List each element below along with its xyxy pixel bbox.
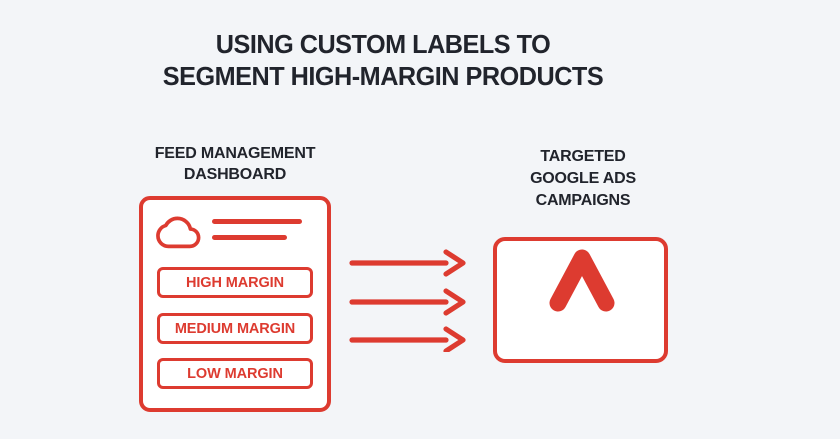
custom-label-chip-medium-margin-text: MEDIUM MARGIN: [174, 320, 296, 337]
google-ads-card: [493, 237, 668, 363]
page-title-line2: SEGMENT HIGH-MARGIN PRODUCTS: [162, 61, 604, 91]
page-title-line1: USING CUSTOM LABELS TO: [215, 29, 551, 59]
custom-label-chip-medium-margin: MEDIUM MARGIN: [157, 313, 313, 344]
feed-dashboard-label-line2: DASHBOARD: [183, 166, 287, 183]
feed-dashboard-label-line1: FEED MANAGEMENT: [154, 145, 316, 162]
google-ads-label-line3: CAMPAIGNS: [535, 192, 631, 209]
flow-arrow-2: [349, 288, 466, 316]
custom-label-chip-high-margin-text: HIGH MARGIN: [186, 274, 284, 291]
text-placeholder-line-1: [212, 219, 302, 224]
flow-arrows: [349, 249, 466, 352]
flow-arrow-1: [349, 249, 466, 277]
custom-label-chip-high-margin: HIGH MARGIN: [157, 267, 313, 298]
custom-label-chip-low-margin-text: LOW MARGIN: [187, 365, 283, 382]
google-ads-label: TARGETED GOOGLE ADS CAMPAIGNS: [503, 146, 663, 212]
google-ads-label-line2: GOOGLE ADS: [530, 170, 636, 187]
google-ads-label-line1: TARGETED: [540, 148, 626, 165]
feed-dashboard-label: FEED MANAGEMENT DASHBOARD: [139, 143, 331, 185]
flow-arrow-3: [349, 326, 466, 352]
cloud-icon: [156, 216, 201, 249]
text-placeholder-line-2: [212, 235, 287, 240]
google-ads-chevron-icon: [549, 249, 615, 312]
feed-dashboard-card: HIGH MARGIN MEDIUM MARGIN LOW MARGIN: [139, 196, 331, 412]
page-title: USING CUSTOM LABELS TO SEGMENT HIGH-MARG…: [111, 28, 654, 92]
custom-label-chip-low-margin: LOW MARGIN: [157, 358, 313, 389]
